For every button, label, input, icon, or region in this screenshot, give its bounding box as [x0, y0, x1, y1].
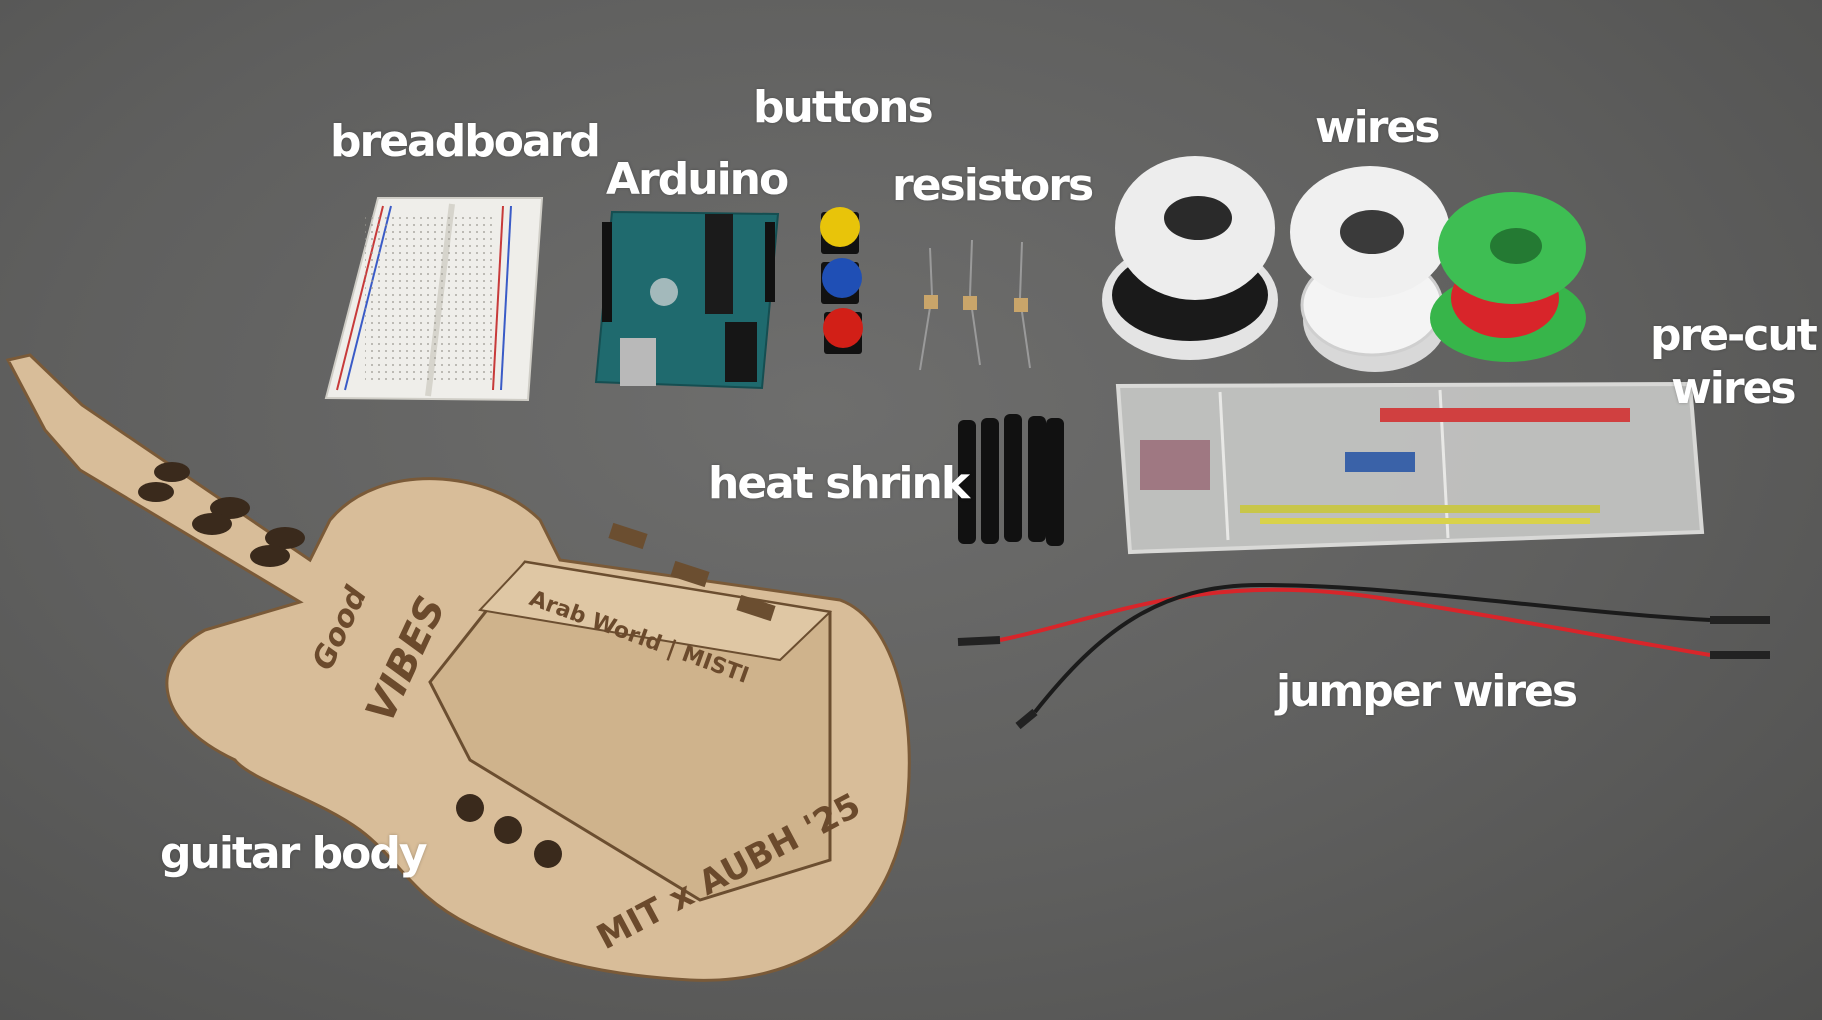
buttons-image [820, 207, 863, 354]
label-jumper-wires: jumper wires [1276, 666, 1578, 717]
label-resistors: resistors [892, 160, 1094, 211]
arduino-image [594, 210, 780, 390]
jumper-wires-image [957, 582, 1770, 730]
label-guitar-body: guitar body [160, 828, 428, 879]
wire-spools-image [1102, 156, 1586, 372]
label-precut-line2: wires [1671, 362, 1796, 414]
label-arduino: Arduino [606, 154, 789, 205]
label-buttons: buttons [753, 82, 934, 133]
label-breadboard: breadboard [330, 116, 601, 167]
label-wires: wires [1315, 102, 1440, 153]
precut-wire-box-image [1115, 381, 1705, 555]
label-precut-wires: pre-cut wires [1650, 310, 1818, 416]
guitar-body-image [5, 353, 911, 982]
resistors-image [919, 239, 1031, 371]
heat-shrink-image [958, 414, 1064, 546]
label-heat-shrink: heat shrink [708, 458, 970, 509]
breadboard-image [324, 197, 544, 402]
label-precut-line1: pre-cut [1650, 310, 1818, 361]
